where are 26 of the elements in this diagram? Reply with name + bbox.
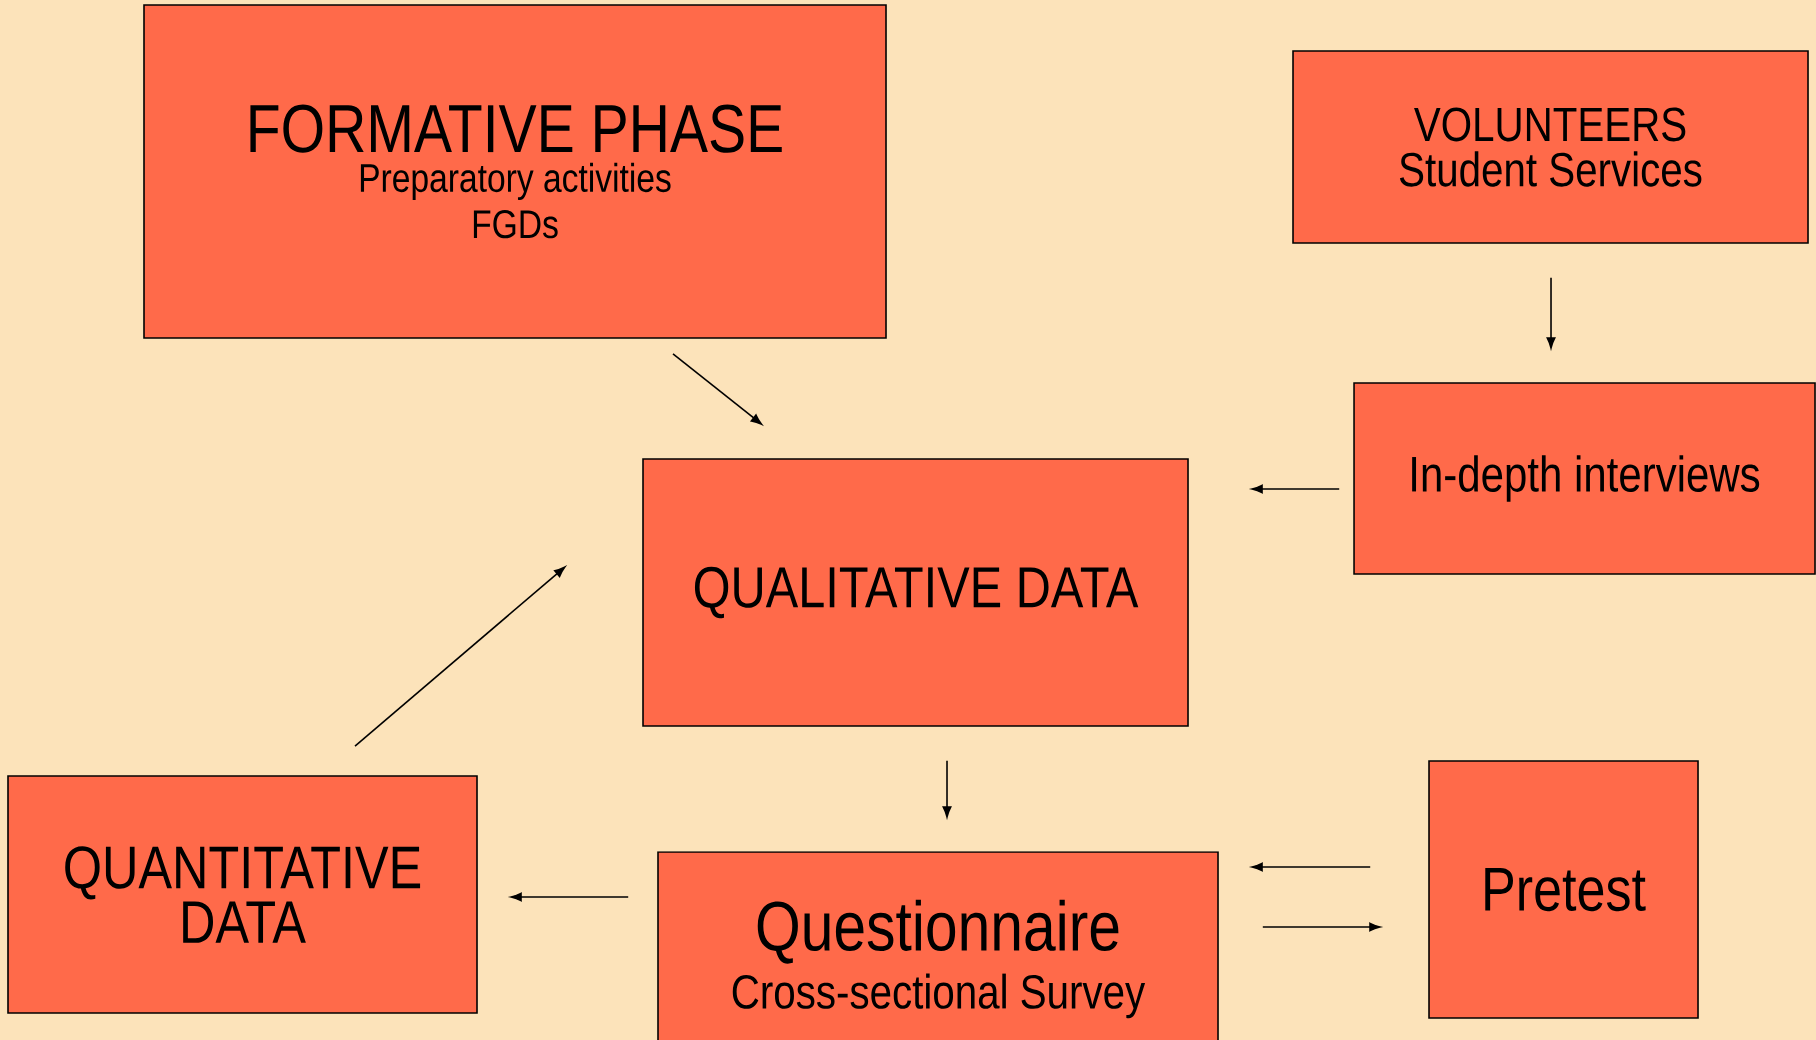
box-text: Cross-sectional Survey [732, 973, 1146, 1019]
box-text: FORMATIVE PHASE [250, 104, 782, 153]
arrow [1251, 862, 1371, 872]
box-text: VOLUNTEERS [1414, 107, 1686, 142]
box-text: Pretest [1485, 867, 1646, 912]
arrow [1251, 484, 1340, 494]
arrow [1546, 277, 1556, 349]
arrow [672, 353, 763, 425]
process-box [1353, 382, 1816, 575]
arrow [1262, 922, 1381, 932]
box-text: FGDs [473, 210, 558, 239]
box-text: In-depth interviews [1412, 455, 1760, 502]
box-text: QUALITATIVE DATA [694, 566, 1139, 619]
process-box [7, 775, 478, 1014]
process-box [642, 458, 1189, 727]
box-text: Questionnaire [757, 899, 1119, 964]
arrow [510, 892, 629, 902]
process-box [657, 851, 1219, 1040]
box-text: QUANTITATIVE DATA [65, 846, 421, 943]
box-text: Preparatory activities [360, 162, 671, 201]
arrow [942, 760, 952, 818]
process-box [1428, 760, 1699, 1019]
box-text: Student Services [1399, 151, 1702, 187]
arrow [354, 566, 566, 747]
process-box [143, 4, 887, 339]
process-box [1292, 50, 1809, 244]
